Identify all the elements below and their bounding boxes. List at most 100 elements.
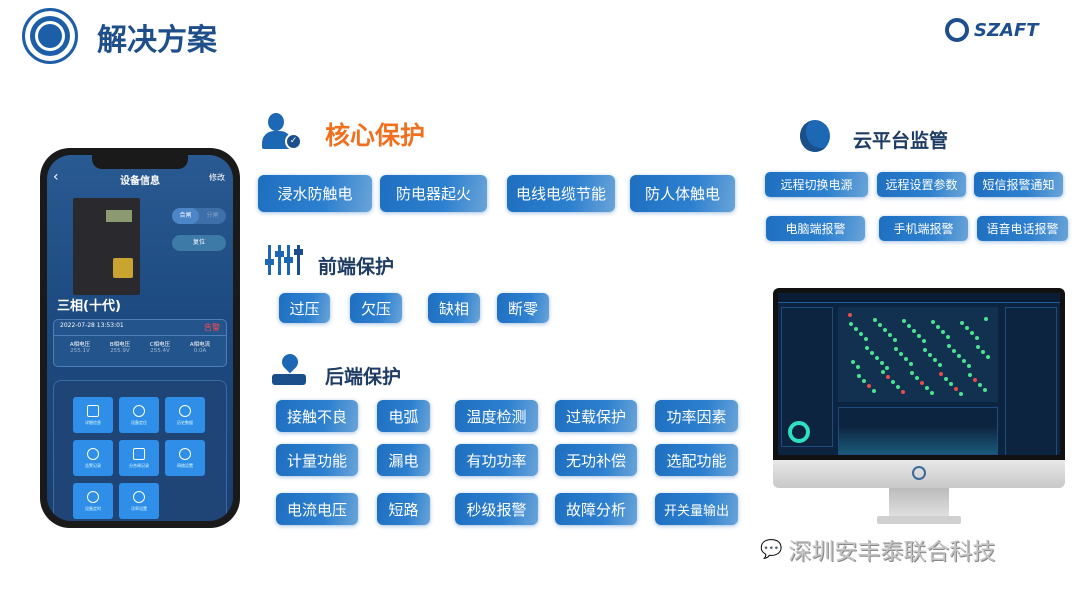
map-marker bbox=[944, 377, 948, 381]
map-marker bbox=[949, 382, 953, 386]
back-button[interactable]: 选配功能 bbox=[655, 444, 738, 476]
map-marker bbox=[880, 361, 884, 365]
globe-location-icon bbox=[800, 120, 830, 152]
tile-power[interactable]: 功率设置 bbox=[119, 483, 159, 519]
map-marker bbox=[968, 373, 972, 377]
map-marker bbox=[893, 338, 897, 342]
front-button-3[interactable]: 缺相 bbox=[428, 293, 480, 323]
back-icon[interactable]: ‹ bbox=[53, 169, 59, 185]
map-marker bbox=[952, 349, 956, 353]
front-button-4[interactable]: 断零 bbox=[497, 293, 549, 323]
core-button-4[interactable]: 防人体触电 bbox=[630, 175, 735, 212]
gear-icon bbox=[179, 447, 191, 460]
nav-title: 设备信息 bbox=[120, 176, 160, 187]
map-marker bbox=[867, 384, 871, 388]
reset-button[interactable]: 复位 bbox=[172, 235, 226, 251]
map-marker bbox=[909, 362, 913, 366]
back-button[interactable]: 无功补偿 bbox=[555, 444, 637, 476]
user-shield-icon: ✓ bbox=[262, 113, 302, 151]
map-marker bbox=[922, 339, 926, 343]
back-button[interactable]: 开关量输出 bbox=[655, 493, 738, 525]
back-button[interactable]: 有功功率 bbox=[455, 444, 538, 476]
map-marker bbox=[925, 386, 929, 390]
map-marker bbox=[928, 353, 932, 357]
monitor-mockup bbox=[773, 288, 1065, 525]
tile-alarms[interactable]: 告警记录 bbox=[73, 440, 113, 476]
back-button[interactable]: 漏电 bbox=[377, 444, 430, 476]
back-button[interactable]: 短路 bbox=[377, 493, 430, 525]
donut-chart bbox=[788, 421, 810, 443]
back-button[interactable]: 计量功能 bbox=[276, 444, 358, 476]
back-button[interactable]: 过载保护 bbox=[555, 400, 637, 432]
core-button-3[interactable]: 电线电缆节能 bbox=[507, 175, 615, 212]
back-button[interactable]: 电流电压 bbox=[276, 493, 358, 525]
map-marker bbox=[878, 323, 882, 327]
core-button-2[interactable]: 防电器起火 bbox=[380, 175, 487, 212]
brand-name: SZAFT bbox=[974, 19, 1039, 41]
power-switch-toggle[interactable]: 合闸 分闸 bbox=[172, 208, 226, 224]
front-button-1[interactable]: 过压 bbox=[279, 293, 330, 323]
back-button[interactable]: 温度检测 bbox=[455, 400, 538, 432]
map-marker bbox=[891, 380, 895, 384]
back-button[interactable]: 电弧 bbox=[377, 400, 430, 432]
cloud-button-remote-switch[interactable]: 远程切换电源 bbox=[765, 172, 868, 197]
map-marker bbox=[872, 389, 876, 393]
map-marker bbox=[947, 344, 951, 348]
tile-timer[interactable]: 设备定时 bbox=[73, 483, 113, 519]
device-image bbox=[73, 198, 140, 295]
brand-logo-icon bbox=[945, 18, 969, 42]
map-marker bbox=[851, 360, 855, 364]
map-marker bbox=[912, 329, 916, 333]
map-marker bbox=[854, 327, 858, 331]
location-icon bbox=[133, 404, 145, 417]
map-marker bbox=[920, 381, 924, 385]
front-button-2[interactable]: 欠压 bbox=[350, 293, 402, 323]
core-button-1[interactable]: 浸水防触电 bbox=[258, 175, 372, 212]
map-marker bbox=[965, 326, 969, 330]
trend-chart bbox=[838, 407, 998, 455]
watermark-text: 深圳安丰泰联合科技 bbox=[788, 539, 996, 565]
record-icon bbox=[133, 447, 145, 460]
tile-location[interactable]: 设备定位 bbox=[119, 397, 159, 433]
back-button[interactable]: 接触不良 bbox=[276, 400, 358, 432]
map-marker bbox=[875, 356, 879, 360]
page-title: 解决方案 bbox=[97, 23, 217, 58]
map-marker bbox=[946, 335, 950, 339]
map-marker bbox=[967, 364, 971, 368]
tile-switch-records[interactable]: 分合闸记录 bbox=[119, 440, 159, 476]
tile-network[interactable]: 网络设置 bbox=[165, 440, 205, 476]
map-marker bbox=[870, 351, 874, 355]
wechat-icon: 💬 bbox=[760, 538, 783, 560]
wechat-watermark: 💬 深圳安丰泰联合科技 bbox=[760, 532, 995, 566]
map-marker bbox=[894, 347, 898, 351]
cloud-button-remote-params[interactable]: 远程设置参数 bbox=[877, 172, 966, 197]
map-marker bbox=[864, 337, 868, 341]
map-marker bbox=[957, 354, 961, 358]
back-button[interactable]: 秒级报警 bbox=[455, 493, 538, 525]
edit-button[interactable]: 修改 bbox=[209, 173, 225, 182]
switch-on[interactable]: 合闸 bbox=[172, 208, 199, 224]
map-marker bbox=[859, 332, 863, 336]
cloud-button-sms-alert[interactable]: 短信报警通知 bbox=[974, 172, 1063, 197]
cloud-button-mobile-alert[interactable]: 手机端报警 bbox=[879, 216, 968, 241]
tile-details[interactable]: 详细信息 bbox=[73, 397, 113, 433]
core-protection-title: 核心保护 bbox=[325, 121, 426, 150]
tile-history[interactable]: 历史数据 bbox=[165, 397, 205, 433]
back-button[interactable]: 故障分析 bbox=[555, 493, 637, 525]
map-marker bbox=[856, 365, 860, 369]
cloud-button-pc-alert[interactable]: 电脑端报警 bbox=[766, 216, 865, 241]
server-location-icon bbox=[272, 350, 306, 386]
map-marker bbox=[917, 334, 921, 338]
map-marker bbox=[883, 328, 887, 332]
monitor-logo-icon bbox=[912, 466, 926, 480]
switch-off[interactable]: 分闸 bbox=[206, 212, 219, 219]
back-button[interactable]: 功率因素 bbox=[655, 400, 738, 432]
cloud-button-voice-alert[interactable]: 语音电话报警 bbox=[977, 216, 1068, 241]
pulse-icon bbox=[133, 490, 145, 503]
map-marker bbox=[960, 321, 964, 325]
map-marker bbox=[930, 391, 934, 395]
alarm-status: 告警 bbox=[204, 323, 220, 332]
